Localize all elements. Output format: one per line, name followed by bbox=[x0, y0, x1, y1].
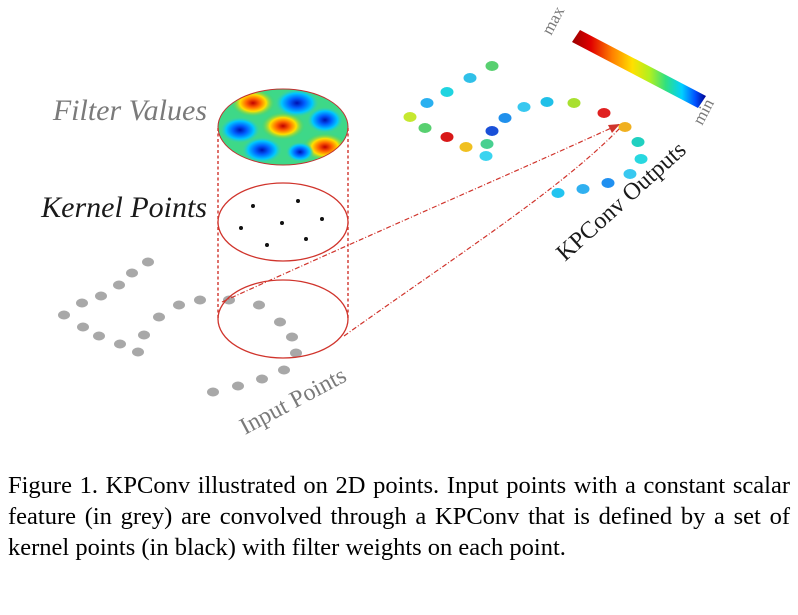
output-point bbox=[479, 151, 493, 161]
input-point bbox=[77, 322, 89, 332]
input-point bbox=[93, 331, 105, 341]
output-point bbox=[601, 178, 615, 188]
input-point bbox=[153, 312, 165, 322]
output-point bbox=[551, 188, 565, 198]
input-point bbox=[207, 387, 219, 397]
connector-line bbox=[221, 123, 621, 303]
output-point bbox=[440, 132, 454, 142]
input-point bbox=[253, 300, 265, 310]
output-point bbox=[403, 112, 417, 122]
input-point bbox=[142, 257, 154, 267]
output-point bbox=[485, 61, 499, 71]
output-point bbox=[420, 98, 434, 108]
input-points-label: Input Points bbox=[236, 363, 351, 441]
input-point bbox=[286, 332, 298, 342]
kernel-point bbox=[296, 199, 300, 203]
colorbar-max-label: max bbox=[538, 3, 569, 38]
connector-arrowhead bbox=[608, 124, 620, 133]
kernel-points-disk bbox=[217, 182, 349, 262]
filter-values-disk bbox=[217, 88, 349, 166]
filter-values-label: Filter Values bbox=[52, 94, 207, 127]
kernel-point bbox=[239, 226, 243, 230]
kernel-points-label: Kernel Points bbox=[40, 191, 207, 224]
input-point bbox=[58, 310, 70, 320]
kernel-point bbox=[304, 237, 308, 241]
input-point bbox=[194, 295, 206, 305]
input-point bbox=[256, 374, 268, 384]
kernel-point bbox=[251, 204, 255, 208]
output-point bbox=[498, 113, 512, 123]
input-points bbox=[58, 257, 302, 397]
output-point bbox=[567, 98, 581, 108]
input-point bbox=[95, 291, 107, 301]
input-point bbox=[173, 300, 185, 310]
input-neighborhood-disk bbox=[217, 279, 349, 359]
input-point bbox=[113, 280, 125, 290]
output-point bbox=[480, 139, 494, 149]
figure-caption: Figure 1. KPConv illustrated on 2D point… bbox=[8, 472, 790, 561]
output-point bbox=[634, 154, 648, 164]
output-point bbox=[418, 123, 432, 133]
colorbar: max min bbox=[538, 3, 718, 128]
input-point bbox=[290, 348, 302, 358]
output-point bbox=[540, 97, 554, 107]
input-point bbox=[274, 317, 286, 327]
kpconv-outputs-label: KPConv Outputs bbox=[552, 137, 692, 267]
output-point bbox=[485, 126, 499, 136]
input-point bbox=[126, 268, 138, 278]
output-point bbox=[623, 169, 637, 179]
output-point bbox=[440, 87, 454, 97]
kpconv-diagram: max min Filter Values Kernel Points bbox=[40, 3, 718, 441]
output-point bbox=[576, 184, 590, 194]
input-point bbox=[114, 339, 126, 349]
output-point bbox=[618, 122, 632, 132]
connector-line bbox=[343, 127, 621, 337]
kernel-point bbox=[320, 217, 324, 221]
output-point bbox=[463, 73, 477, 83]
input-point bbox=[138, 330, 150, 340]
kernel-point bbox=[280, 221, 284, 225]
input-point bbox=[232, 381, 244, 391]
colorbar-gradient bbox=[572, 30, 706, 108]
input-point bbox=[278, 365, 290, 375]
kernel-point bbox=[265, 243, 269, 247]
output-point bbox=[631, 137, 645, 147]
input-point bbox=[76, 298, 88, 308]
output-point bbox=[517, 102, 531, 112]
output-point bbox=[597, 108, 611, 118]
kpconv-output-points bbox=[403, 61, 648, 198]
output-point bbox=[459, 142, 473, 152]
input-point bbox=[132, 347, 144, 357]
